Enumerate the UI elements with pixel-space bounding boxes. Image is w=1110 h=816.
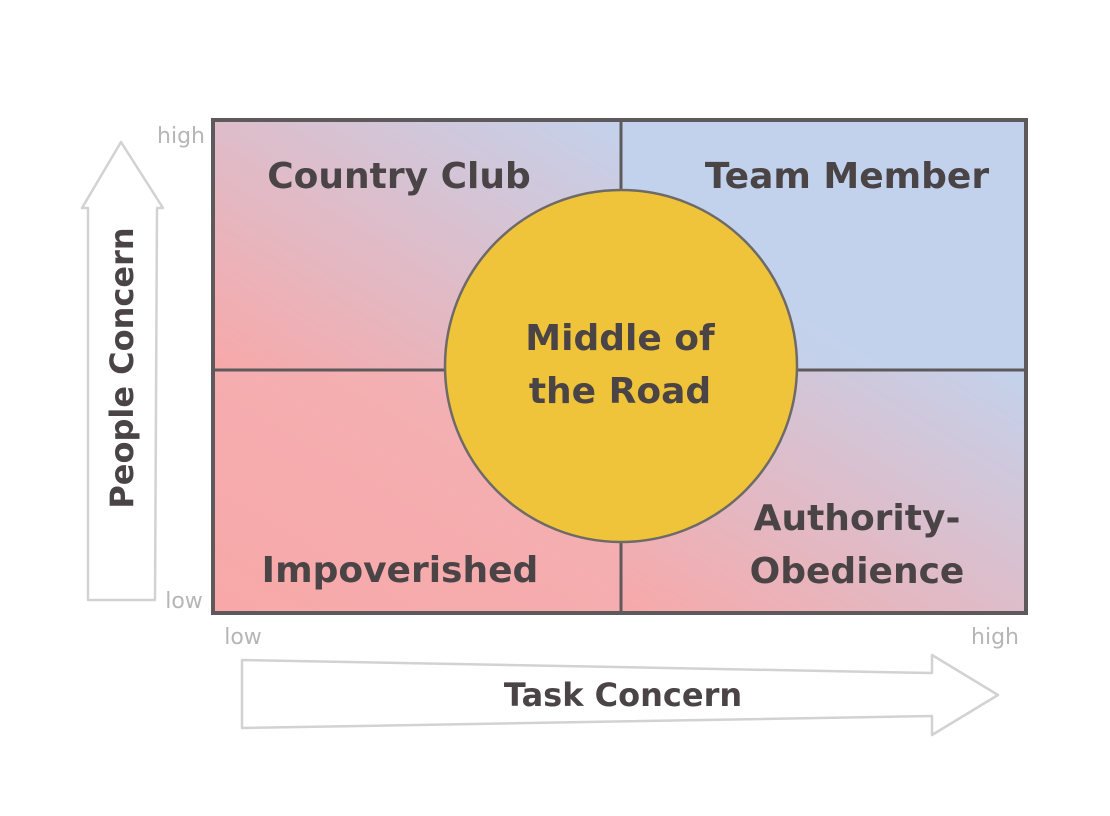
x-axis-low-label: low xyxy=(224,625,262,650)
label-authority-line-1: Authority- xyxy=(754,498,961,539)
label-middle-line-2: the Road xyxy=(529,371,711,412)
label-impoverished: Impoverished xyxy=(262,550,539,591)
y-axis-title: People Concern xyxy=(103,227,141,508)
y-axis-arrow xyxy=(80,140,165,602)
x-axis-high-label: high xyxy=(971,625,1019,650)
y-axis-low-label: low xyxy=(165,589,203,614)
y-axis-high-label: high xyxy=(157,124,205,149)
label-middle-line-1: Middle of xyxy=(525,318,715,359)
label-country-club: Country Club xyxy=(267,156,531,197)
x-axis-title: Task Concern xyxy=(504,676,742,714)
grid-border xyxy=(211,118,1028,615)
label-authority-line-2: Obedience xyxy=(750,551,965,592)
x-axis-arrow xyxy=(240,653,1000,737)
label-team-member: Team Member xyxy=(705,156,989,197)
center-circle xyxy=(443,188,799,544)
